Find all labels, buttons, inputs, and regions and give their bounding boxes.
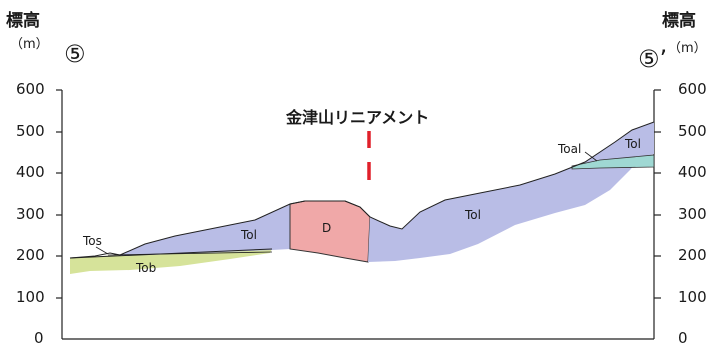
unit-label-d: D <box>322 221 331 235</box>
unit-label-tob: Tob <box>135 261 156 275</box>
right-tick-label-100: 100 <box>678 288 707 306</box>
ground-surface-line <box>69 121 655 259</box>
unit-tob-boundary-lower <box>107 251 273 256</box>
unit-toal-area <box>571 154 655 170</box>
unit-tol-right-area <box>368 122 654 262</box>
unit-tol-left-area <box>118 204 290 256</box>
left-tick-label-500: 500 <box>16 122 45 140</box>
right-section-mark: ⑤’ <box>638 45 668 73</box>
unit-label-tol-right: Tol <box>464 208 481 222</box>
left-section-mark: ⑤ <box>64 40 86 68</box>
right-axis-title: 標高 <box>662 11 696 31</box>
left-tick-label-100: 100 <box>16 288 45 306</box>
left-axis-title: 標高 <box>6 11 40 31</box>
right-tick-label-0: 0 <box>678 329 688 347</box>
left-tick-label-0: 0 <box>34 329 44 347</box>
right-tick-label-400: 400 <box>678 163 707 181</box>
left-tick-label-200: 200 <box>16 246 45 264</box>
unit-label-toal: Toal <box>557 142 581 156</box>
unit-label-tos: Tos <box>82 234 102 248</box>
left-tick-label-600: 600 <box>16 80 45 98</box>
right-tick-label-300: 300 <box>678 205 707 223</box>
left-ticks <box>56 89 62 299</box>
right-tick-label-600: 600 <box>678 80 707 98</box>
unit-toal-leader <box>584 151 598 162</box>
right-tick-label-200: 200 <box>678 246 707 264</box>
left-axis-unit: （m） <box>10 37 49 52</box>
right-ticks <box>654 89 661 299</box>
left-tick-label-400: 400 <box>16 163 45 181</box>
lineament-label: 金津山リニアメント <box>286 108 430 127</box>
unit-tos-leader <box>95 246 109 255</box>
right-tick-label-500: 500 <box>678 122 707 140</box>
right-axis-unit: （m） <box>668 41 707 56</box>
unit-label-tol-left: Tol <box>240 228 257 242</box>
left-tick-label-300: 300 <box>16 205 45 223</box>
unit-label-tol-upper: Tol <box>624 137 641 151</box>
